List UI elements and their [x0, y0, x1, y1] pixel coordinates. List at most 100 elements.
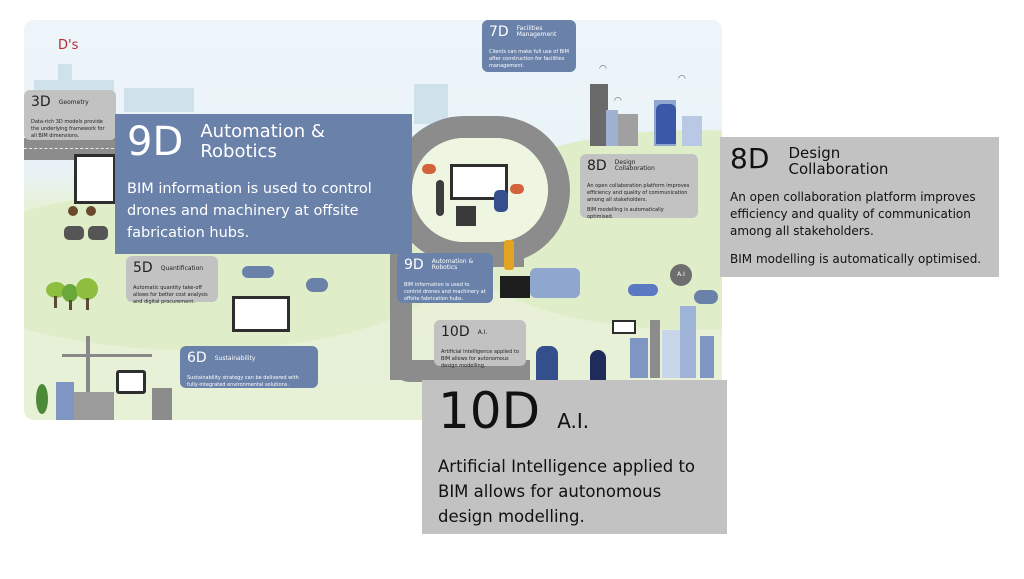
model-screen — [74, 154, 116, 204]
dimension-description: Artificial Intelligence applied to BIM a… — [441, 349, 519, 369]
callout-9d: 9D Automation & Robotics BIM information… — [397, 253, 493, 303]
designer-person — [436, 180, 444, 216]
dimension-number: 5D — [133, 260, 153, 276]
callout-5d: 5D Quantification Automatic quantity tak… — [126, 256, 218, 305]
title-line-2: Collaboration — [788, 160, 889, 178]
building — [606, 110, 618, 146]
overlay-number: 8D — [730, 142, 770, 175]
cloud-icon — [628, 284, 658, 296]
tree — [46, 282, 66, 298]
tree-trunk — [69, 300, 72, 310]
cost-dashboard-screen — [232, 296, 290, 332]
dimension-title: Facilities Management — [517, 26, 557, 38]
cloud-gear-icon — [306, 278, 328, 292]
dimension-description: Data-rich 3D models provide the underlyi… — [31, 119, 105, 139]
building — [700, 336, 714, 378]
wifi-icon: ◠ — [614, 96, 622, 106]
overlay-title: Automation & Robotics — [200, 122, 325, 162]
dimension-number: 3D — [31, 94, 51, 110]
tree-trunk — [86, 298, 89, 310]
globe-screen — [116, 370, 146, 394]
title-line-2: Management — [516, 31, 557, 38]
building — [680, 306, 696, 378]
overlay-10d-ai: 10D A.I. Artificial Intelligence applied… — [422, 380, 727, 534]
businessman — [536, 346, 558, 380]
title-line-2: Robotics — [431, 264, 458, 271]
slide-title: D's — [58, 38, 79, 53]
building — [630, 338, 648, 378]
overlay-title: Design Collaboration — [788, 145, 888, 177]
machine-operator — [504, 240, 514, 270]
dimension-title: Sustainability — [214, 355, 256, 362]
building — [74, 392, 114, 420]
dimension-description: Automatic quantity take-off allows for b… — [133, 285, 208, 305]
audience-member — [68, 206, 78, 216]
dimension-title: Design Collaboration — [615, 160, 655, 172]
dimension-number: 10D — [441, 324, 470, 340]
title-line-1: Automation & — [431, 258, 474, 265]
dimension-description: Clients can make full use of BIM after c… — [489, 49, 569, 69]
overlay-number: 9D — [127, 119, 184, 165]
dimension-number: 6D — [187, 350, 207, 366]
ai-gear-icon: A.I — [670, 264, 692, 286]
dimension-title: Automation & Robotics — [432, 259, 474, 271]
overlay-8d-design-collaboration: 8D Design Collaboration An open collabor… — [720, 137, 999, 277]
overlay-note: BIM modelling is automatically optimised… — [730, 252, 982, 266]
title-line-1: Design — [788, 144, 841, 162]
crane — [62, 354, 152, 357]
overlay-title: A.I. — [557, 409, 590, 433]
dimension-number: 7D — [489, 24, 509, 40]
facilities-manager — [656, 104, 676, 144]
robotic-arm — [530, 268, 580, 298]
overlay-description: An open collaboration platform improves … — [730, 190, 976, 238]
dimension-number: 8D — [587, 158, 607, 174]
callout-6d: 6D Sustainability Sustainability strateg… — [180, 346, 318, 388]
crane-mast — [86, 336, 90, 406]
building — [590, 84, 608, 146]
building — [618, 114, 638, 146]
bim-dimensions-infographic: D's 3D Geometry Data-rich 3D models prov… — [24, 20, 722, 420]
cloud-icon — [242, 266, 274, 278]
wifi-icon: ◠ — [678, 74, 686, 84]
seated-person — [494, 190, 508, 212]
building — [682, 116, 702, 146]
building — [662, 330, 680, 378]
chat-bubble-icon — [510, 184, 524, 194]
audience-member — [64, 226, 84, 240]
dimension-description: BIM information is used to control drone… — [404, 282, 486, 302]
title-line-2: Robotics — [200, 141, 277, 162]
building — [152, 388, 172, 420]
overlay-description: Artificial Intelligence applied to BIM a… — [438, 457, 696, 526]
title-line-1: Design — [614, 159, 636, 166]
audience — [64, 206, 114, 242]
audience-member — [88, 226, 108, 240]
tree — [76, 278, 98, 300]
collaboration-screen — [450, 164, 508, 200]
dimension-title: A.I. — [477, 329, 488, 336]
dimension-title: Quantification — [160, 265, 204, 272]
fabrication-machine — [500, 276, 530, 298]
tablet — [612, 320, 636, 334]
road-dash — [24, 148, 119, 149]
overlay-9d-automation-robotics: 9D Automation & Robotics BIM information… — [115, 114, 412, 254]
wifi-icon: ◠ — [599, 64, 607, 74]
dimension-title: Geometry — [58, 99, 89, 106]
building — [650, 320, 660, 378]
skyline — [414, 84, 448, 124]
audience-member — [86, 206, 96, 216]
dimension-description: An open collaboration platform improves … — [587, 183, 690, 203]
callout-3d: 3D Geometry Data-rich 3D models provide … — [24, 90, 116, 140]
callout-8d: 8D Design Collaboration An open collabor… — [580, 154, 698, 220]
dimension-note: BIM modelling is automatically optimised… — [587, 207, 664, 220]
skyline — [124, 88, 194, 112]
tree-trunk — [54, 296, 57, 308]
callout-7d: 7D Facilities Management Clients can mak… — [482, 20, 576, 72]
chat-bubble-icon — [422, 164, 436, 174]
dimension-number: 9D — [404, 257, 424, 273]
overlay-number: 10D — [438, 382, 541, 440]
callout-10d: 10D A.I. Artificial Intelligence applied… — [434, 320, 526, 369]
title-line-2: Collaboration — [614, 165, 655, 172]
dimension-description: Sustainability strategy can be delivered… — [187, 375, 299, 388]
title-line-1: Facilities — [516, 25, 543, 32]
tree — [62, 284, 78, 302]
